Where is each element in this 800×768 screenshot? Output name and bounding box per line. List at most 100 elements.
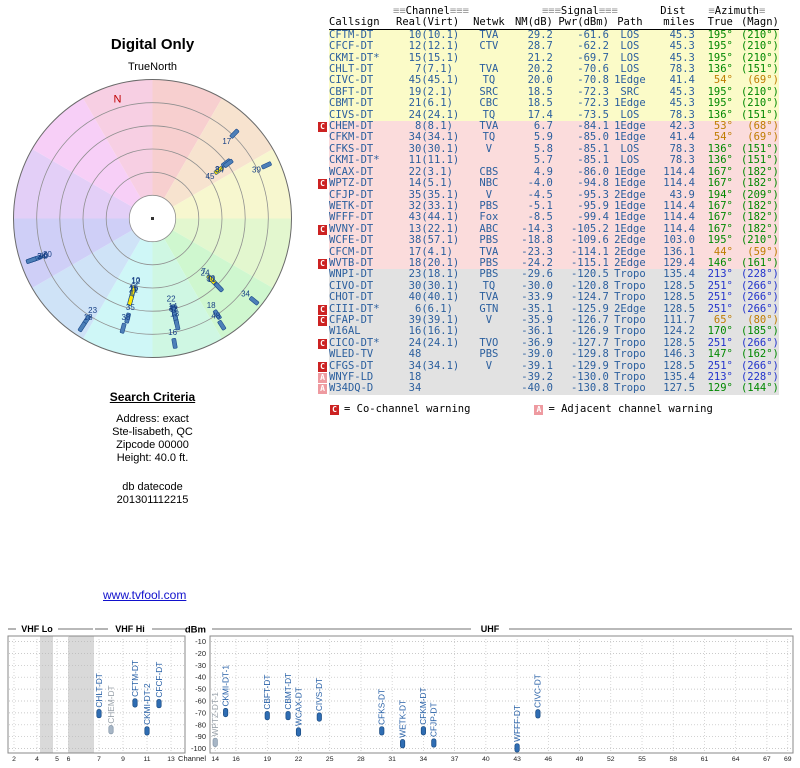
distance-cell: 45.3 <box>650 41 695 53</box>
virtual-channel-cell: (10.1) <box>421 29 469 42</box>
adjacent-channel-warning-badge: A <box>534 405 544 415</box>
rf-bar-callsign-label: CHEM-DT <box>106 685 116 723</box>
virtual-channel-cell: (33.1) <box>421 200 469 213</box>
rf-signal-bar <box>156 699 162 709</box>
real-channel-cell: 21 <box>393 98 422 110</box>
azimuth-true-cell: 147° <box>694 349 733 361</box>
radar-sector <box>152 218 292 288</box>
virtual-channel-cell: (24.1) <box>421 337 469 350</box>
callsign-cell: CIVS-DT <box>329 109 393 122</box>
nm-cell: -39.1 <box>508 360 553 372</box>
path-cell: 1Edge <box>608 200 651 213</box>
warn-cell <box>316 132 329 144</box>
warn-cell <box>316 235 329 247</box>
network-cell: TQ <box>468 280 509 293</box>
distance-cell: 127.5 <box>650 383 695 395</box>
azimuth-true-cell: 146° <box>694 257 733 270</box>
azimuth-magnetic-cell: (182°) <box>732 200 779 213</box>
col-virt: (Virt) <box>421 17 469 30</box>
azimuth-true-cell: 194° <box>694 189 733 201</box>
channel-tick-label: 37 <box>451 756 459 763</box>
distance-cell: 129.4 <box>650 257 695 270</box>
power-cell: -86.0 <box>552 166 609 179</box>
azimuth-true-cell: 53° <box>694 121 733 133</box>
warn-cell <box>316 280 329 293</box>
path-cell: Tropo <box>608 372 651 384</box>
distance-cell: 103.0 <box>650 235 695 247</box>
db-datecode-value: 201301112215 <box>116 494 189 506</box>
real-channel-cell: 35 <box>393 189 422 201</box>
azimuth-magnetic-cell: (144°) <box>732 383 779 395</box>
radar-marker <box>119 322 127 334</box>
rf-bar-callsign-label: CBFT-DT <box>262 675 272 710</box>
real-channel-cell: 18 <box>393 372 422 384</box>
y-axis-tick-label: -10 <box>195 637 206 646</box>
azimuth-true-cell: 251° <box>694 280 733 293</box>
radar-marker-label: 22 <box>167 294 176 303</box>
nm-cell: -36.9 <box>508 337 553 350</box>
network-cell: NBC <box>468 178 509 190</box>
nm-cell: -39.0 <box>508 349 553 361</box>
virtual-channel-cell <box>421 349 469 361</box>
radar-marker-label: 12 <box>131 277 140 286</box>
azimuth-magnetic-cell: (210°) <box>732 29 779 42</box>
nm-cell: 28.7 <box>508 41 553 53</box>
radar-sector <box>152 79 222 219</box>
network-cell: TVA <box>468 121 509 133</box>
azimuth-group-header: ≡Azimuth≡ <box>708 6 766 17</box>
azimuth-true-cell: 213° <box>694 372 733 384</box>
real-channel-cell: 6 <box>393 303 422 315</box>
distance-cell: 78.3 <box>650 143 695 156</box>
real-channel-cell: 24 <box>393 109 422 122</box>
signal-group-header: ≡≡≡Signal≡≡≡ <box>541 6 618 17</box>
col-miles: miles <box>650 17 695 30</box>
y-axis-tick-label: -80 <box>195 720 206 729</box>
callsign-cell: CBFT-DT <box>329 86 393 99</box>
azimuth-true-cell: 167° <box>694 178 733 190</box>
radar-marker-label: 30 <box>43 250 52 259</box>
radar-marker-label: 43 <box>169 304 178 313</box>
radar-marker-label: 14 <box>168 302 177 311</box>
path-cell: LOS <box>608 29 651 42</box>
rf-signal-bar <box>285 711 291 721</box>
dbm-axis-title: dBm <box>185 625 206 636</box>
rf-bar-callsign-label: WETK-DT <box>397 700 407 738</box>
distance-cell: 124.2 <box>650 326 695 338</box>
radar-marker-label: 8 <box>215 165 220 174</box>
channel-axis-title: Channel <box>178 754 206 763</box>
azimuth-magnetic-cell: (182°) <box>732 166 779 179</box>
callsign-cell: CHLT-DT <box>329 64 393 76</box>
power-cell: -126.7 <box>552 314 609 327</box>
real-channel-cell: 38 <box>393 235 422 247</box>
warn-cell: C <box>316 360 329 372</box>
distance-cell: 128.5 <box>650 292 695 304</box>
network-cell: PBS <box>468 257 509 270</box>
radar-title: Digital Only <box>110 36 195 53</box>
real-channel-cell: 22 <box>393 166 422 179</box>
callsign-cell: CKMI-DT* <box>329 155 393 167</box>
table-column-header-row: Callsign Real (Virt) Netwk NM(dB) Pwr(dB… <box>316 17 779 30</box>
radar-sector <box>13 218 153 288</box>
network-cell: TVO <box>468 337 509 350</box>
true-north-label: TrueNorth <box>127 61 178 73</box>
warn-cell <box>316 269 329 281</box>
virtual-channel-cell: (35.1) <box>421 189 469 201</box>
power-cell: -70.6 <box>552 64 609 76</box>
azimuth-magnetic-cell: (182°) <box>732 223 779 236</box>
virtual-channel-cell: (30.1) <box>421 280 469 293</box>
path-cell: Tropo <box>608 337 651 350</box>
virtual-channel-cell: (2.1) <box>421 86 469 99</box>
co-channel-warning-badge: C <box>318 304 327 315</box>
azimuth-magnetic-cell: (182°) <box>732 212 779 224</box>
legend-co-channel: C= Co-channel warning <box>330 403 470 415</box>
azimuth-true-cell: 251° <box>694 337 733 350</box>
nm-cell: -14.3 <box>508 223 553 236</box>
warn-cell: C <box>316 121 329 133</box>
power-cell: -99.4 <box>552 212 609 224</box>
path-cell: LOS <box>608 143 651 156</box>
tvfool-link[interactable]: www.tvfool.com <box>103 588 187 602</box>
